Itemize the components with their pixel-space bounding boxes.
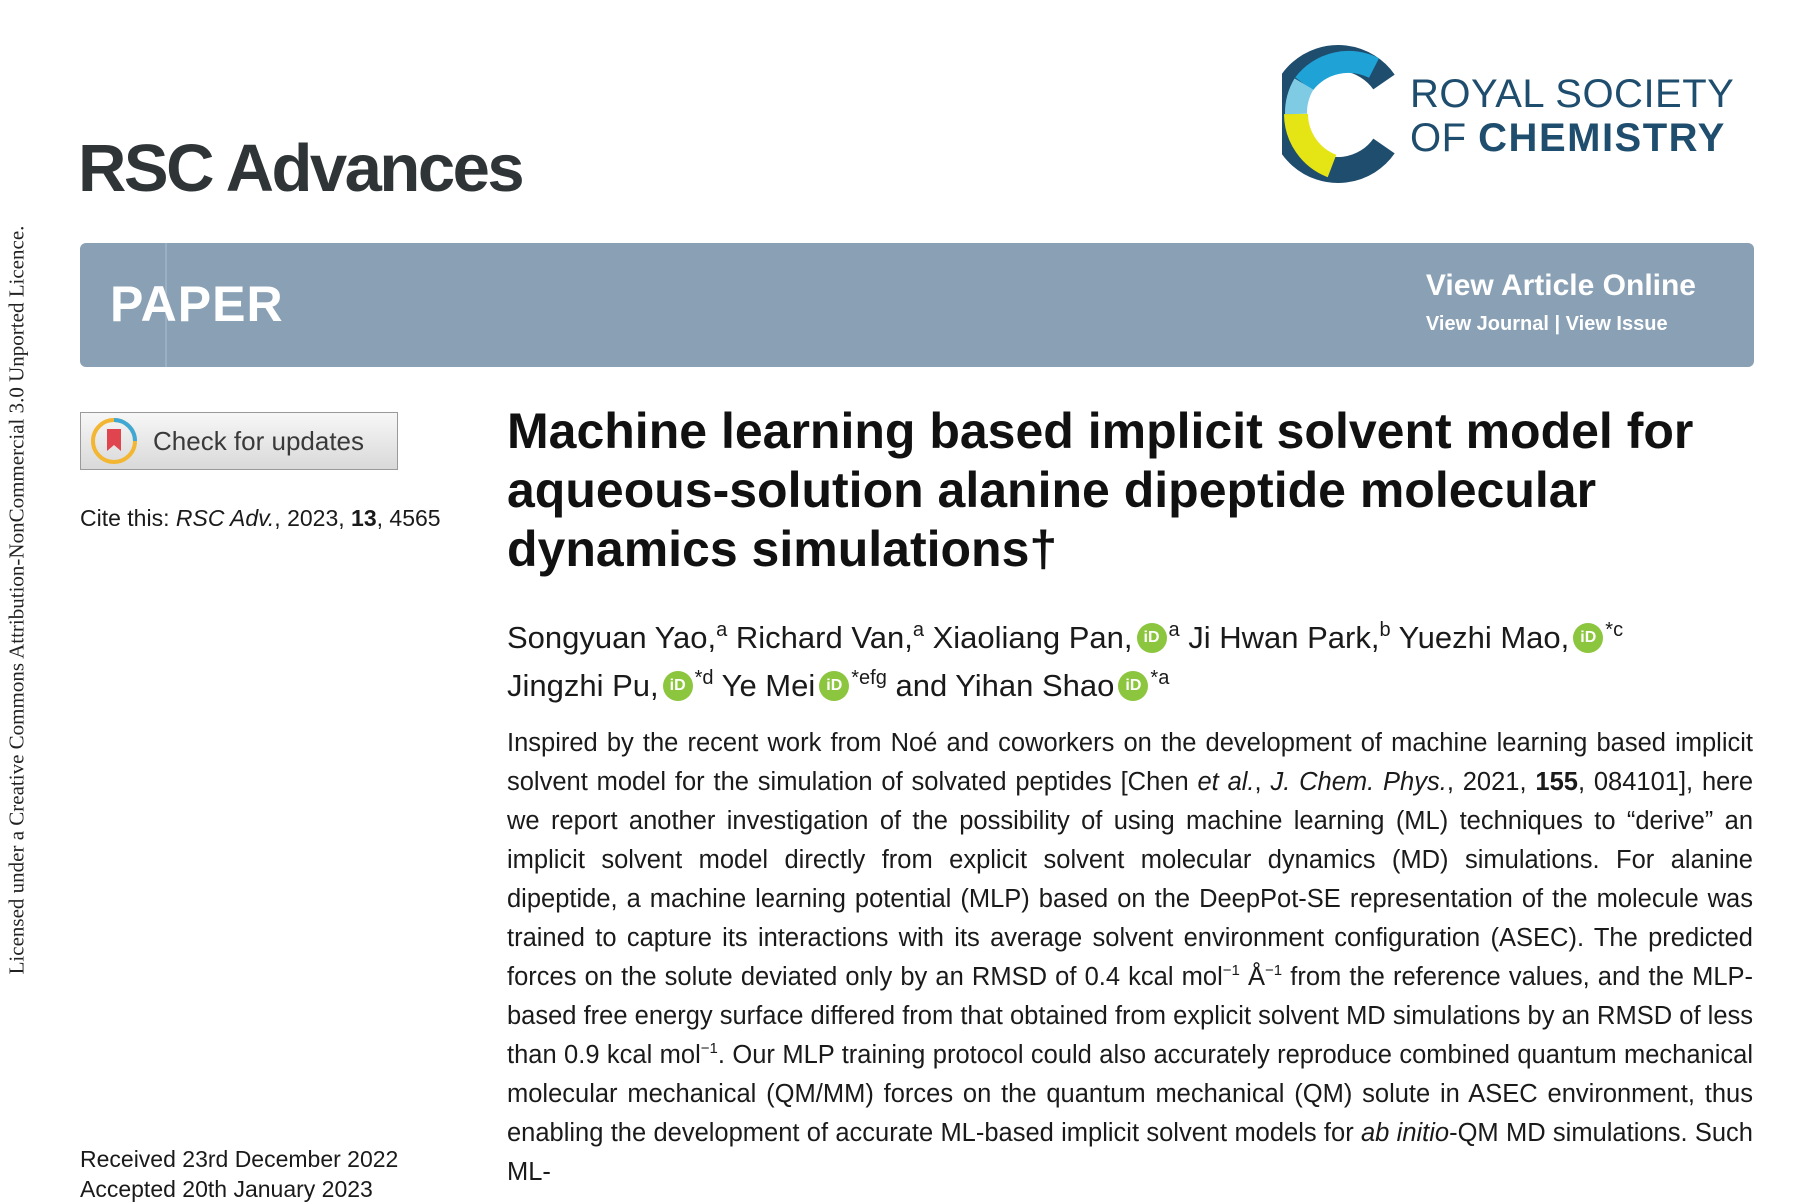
orcid-icon[interactable]: iD <box>1118 671 1149 701</box>
article-type-banner: PAPER View Article Online View Journal |… <box>80 243 1754 367</box>
ab-initio: ab initio <box>1361 1119 1450 1147</box>
rsc-wordmark: ROYAL SOCIETY OF CHEMISTRY <box>1410 72 1734 160</box>
crossmark-icon <box>91 418 137 464</box>
check-for-updates-label: Check for updates <box>153 425 365 456</box>
article-title: Machine learning based implicit solvent … <box>507 403 1694 577</box>
author-affiliation: a <box>1168 619 1180 641</box>
author-affiliation: *d <box>694 667 714 689</box>
orcid-icon[interactable]: iD <box>1136 623 1167 653</box>
article-type-label: PAPER <box>110 276 284 332</box>
reference-volume: 155 <box>1535 768 1578 796</box>
author-list: Songyuan Yao,a Richard Van,a Xiaoliang P… <box>507 610 1757 706</box>
rsc-c-logo-icon <box>1282 45 1395 183</box>
author-name: Songyuan Yao, <box>507 620 717 655</box>
author-name: Jingzhi Pu, <box>507 668 659 703</box>
author-affiliation: a <box>716 619 728 641</box>
orcid-icon[interactable]: iD <box>819 671 850 701</box>
rsc-logo[interactable]: ROYAL SOCIETY OF CHEMISTRY <box>1282 44 1762 184</box>
rsc-wordmark-line2: OF CHEMISTRY <box>1410 116 1726 160</box>
author-name: Ye Mei <box>721 668 816 703</box>
abstract: Inspired by the recent work from Noé and… <box>507 729 1754 1186</box>
licence-text: Licensed under a Creative Commons Attrib… <box>4 225 29 975</box>
view-article-online-link[interactable]: View Article Online <box>1425 269 1696 302</box>
author-affiliation: *c <box>1605 619 1624 641</box>
received-date: Received 23rd December 2022 <box>80 1146 399 1172</box>
cite-journal: RSC Adv. <box>175 505 275 531</box>
cite-prefix: Cite this: <box>80 505 170 531</box>
rsc-wordmark-line1: ROYAL SOCIETY <box>1410 72 1735 116</box>
link-separator: | <box>1554 313 1561 335</box>
author-name: Yuezhi Mao, <box>1398 620 1570 655</box>
et-al: et al. <box>1197 768 1255 796</box>
author-name: Richard Van, <box>735 620 913 655</box>
journal-name: RSC Advances <box>78 131 525 206</box>
author-name: Xiaoliang Pan, <box>932 620 1133 655</box>
view-issue-link[interactable]: View Issue <box>1565 313 1668 335</box>
author-name: and Yihan Shao <box>895 668 1115 703</box>
article-dates: Received 23rd December 2022 Accepted 20t… <box>80 1144 398 1204</box>
banner-divider <box>165 243 167 367</box>
author-affiliation: b <box>1379 619 1391 641</box>
cite-page: 4565 <box>389 505 441 531</box>
orcid-icon[interactable]: iD <box>1573 623 1604 653</box>
cite-volume: 13 <box>351 505 377 531</box>
author-name: Ji Hwan Park, <box>1188 620 1380 655</box>
view-journal-link[interactable]: View Journal <box>1425 313 1549 335</box>
article-links: View Article Online View Journal | View … <box>1426 269 1696 336</box>
cite-year: 2023 <box>287 505 339 531</box>
author-affiliation: a <box>912 619 924 641</box>
journal-issue-links: View Journal | View Issue <box>1426 313 1696 336</box>
author-affiliation: *a <box>1150 667 1170 689</box>
orcid-icon[interactable]: iD <box>662 671 693 701</box>
accepted-date: Accepted 20th January 2023 <box>80 1176 373 1202</box>
check-for-updates-button[interactable]: Check for updates <box>80 412 398 470</box>
licence-sidebar: Licensed under a Creative Commons Attrib… <box>0 0 34 1200</box>
author-affiliation: *efg <box>851 667 887 689</box>
reference-journal: J. Chem. Phys. <box>1270 768 1447 796</box>
citation: Cite this: RSC Adv., 2023, 13, 4565 <box>80 505 441 531</box>
